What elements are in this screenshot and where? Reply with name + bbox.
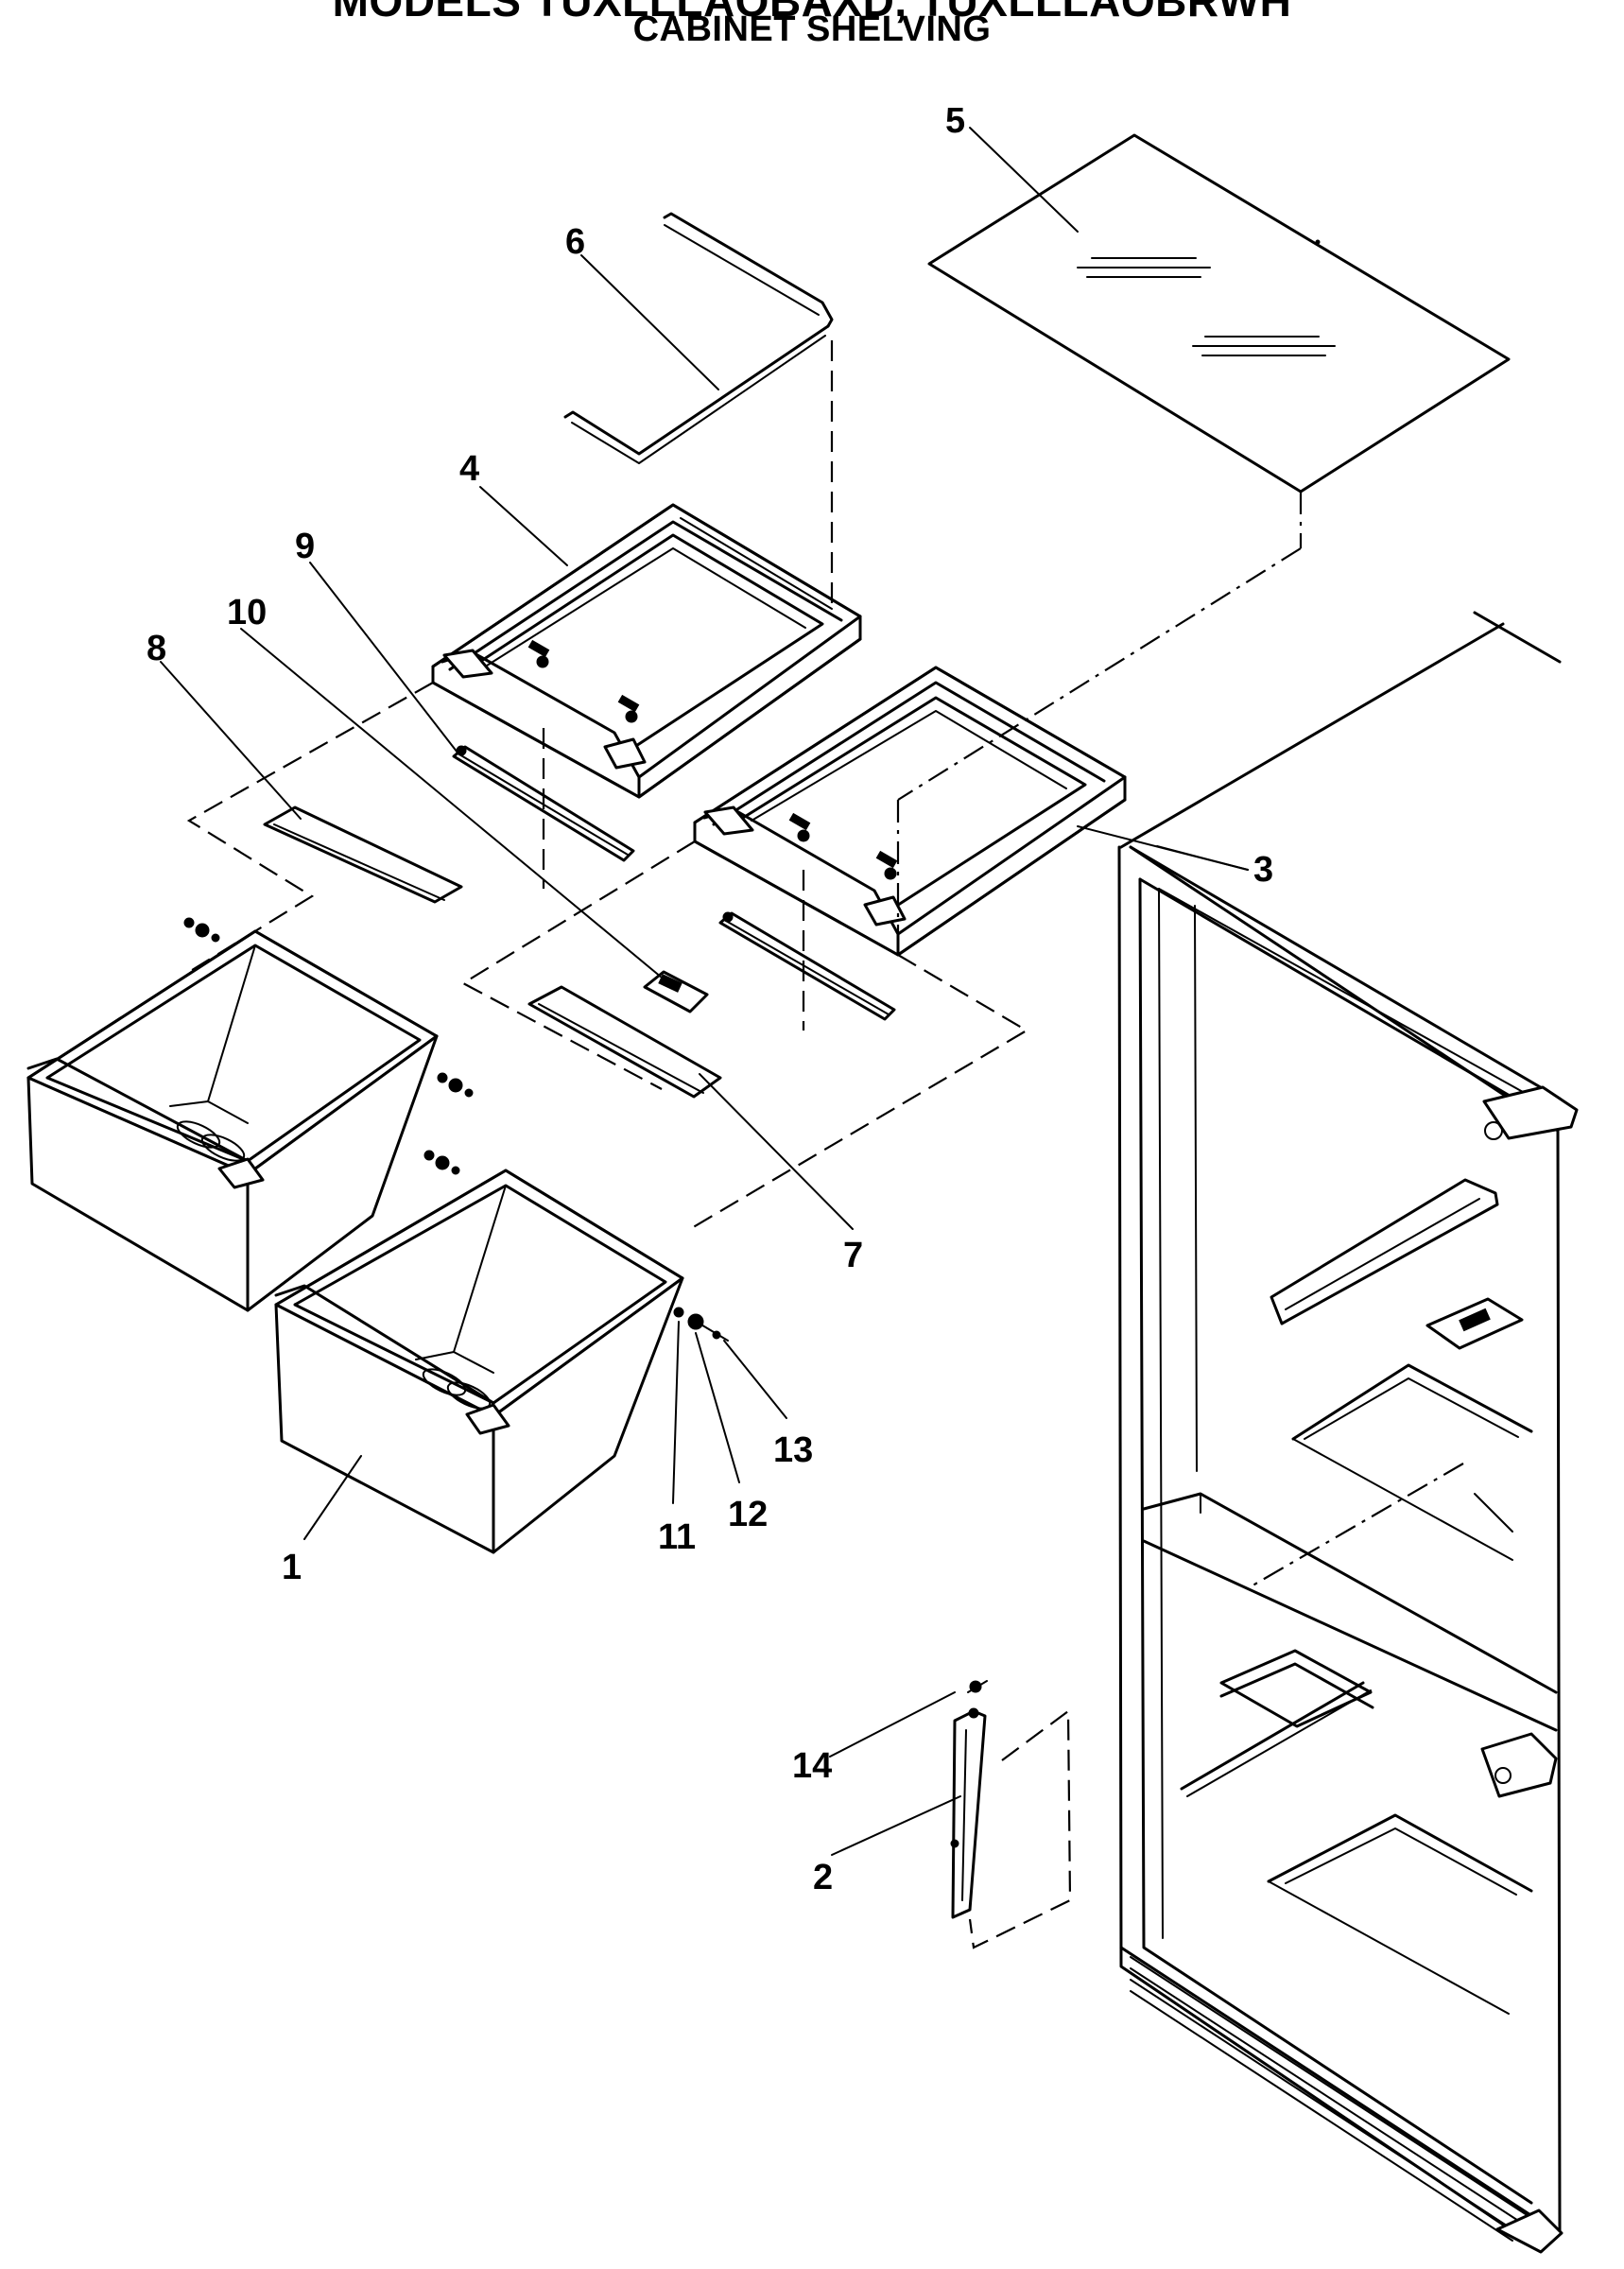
assembly-guide-lines [186,340,1464,1949]
hardware-rollers [183,917,729,1342]
crisper-pan-left [26,929,439,1312]
glass-shelf-part-5 [927,133,1511,494]
callout-label-13: 13 [773,1430,813,1470]
shelf-cover-part-6 [563,212,834,464]
rail-right [718,911,896,1021]
diagram-title-models: MODELS TUXLLLAOBAXD, TUXLLLAOBRWH [332,0,1292,26]
callout-label-10: 10 [227,593,267,632]
refrigerator-cabinet [1117,611,1579,2254]
callout-leaders [160,127,1249,1856]
crisper-cover-part-7 [527,985,722,1099]
callout-label-14: 14 [792,1746,832,1786]
callout-label-3: 3 [1253,850,1273,890]
diagram-title-section: CABINET SHELVING [632,9,992,49]
shelf-frame-part-4 [431,503,862,799]
callout-label-6: 6 [565,222,585,262]
callout-label-1: 1 [282,1548,302,1587]
support-bracket-part-2 [950,1680,988,1919]
callout-label-11: 11 [658,1517,696,1557]
clip-part-10 [643,970,709,1013]
callout-label-8: 8 [147,629,166,668]
crisper-cover-part-8 [263,805,463,904]
callout-label-2: 2 [813,1858,833,1897]
crisper-pan-part-1 [274,1169,684,1554]
callout-label-5: 5 [945,101,965,141]
callout-label-7: 7 [843,1236,863,1275]
callout-label-12: 12 [728,1495,768,1534]
callout-label-9: 9 [295,527,315,566]
callout-label-4: 4 [459,449,479,489]
